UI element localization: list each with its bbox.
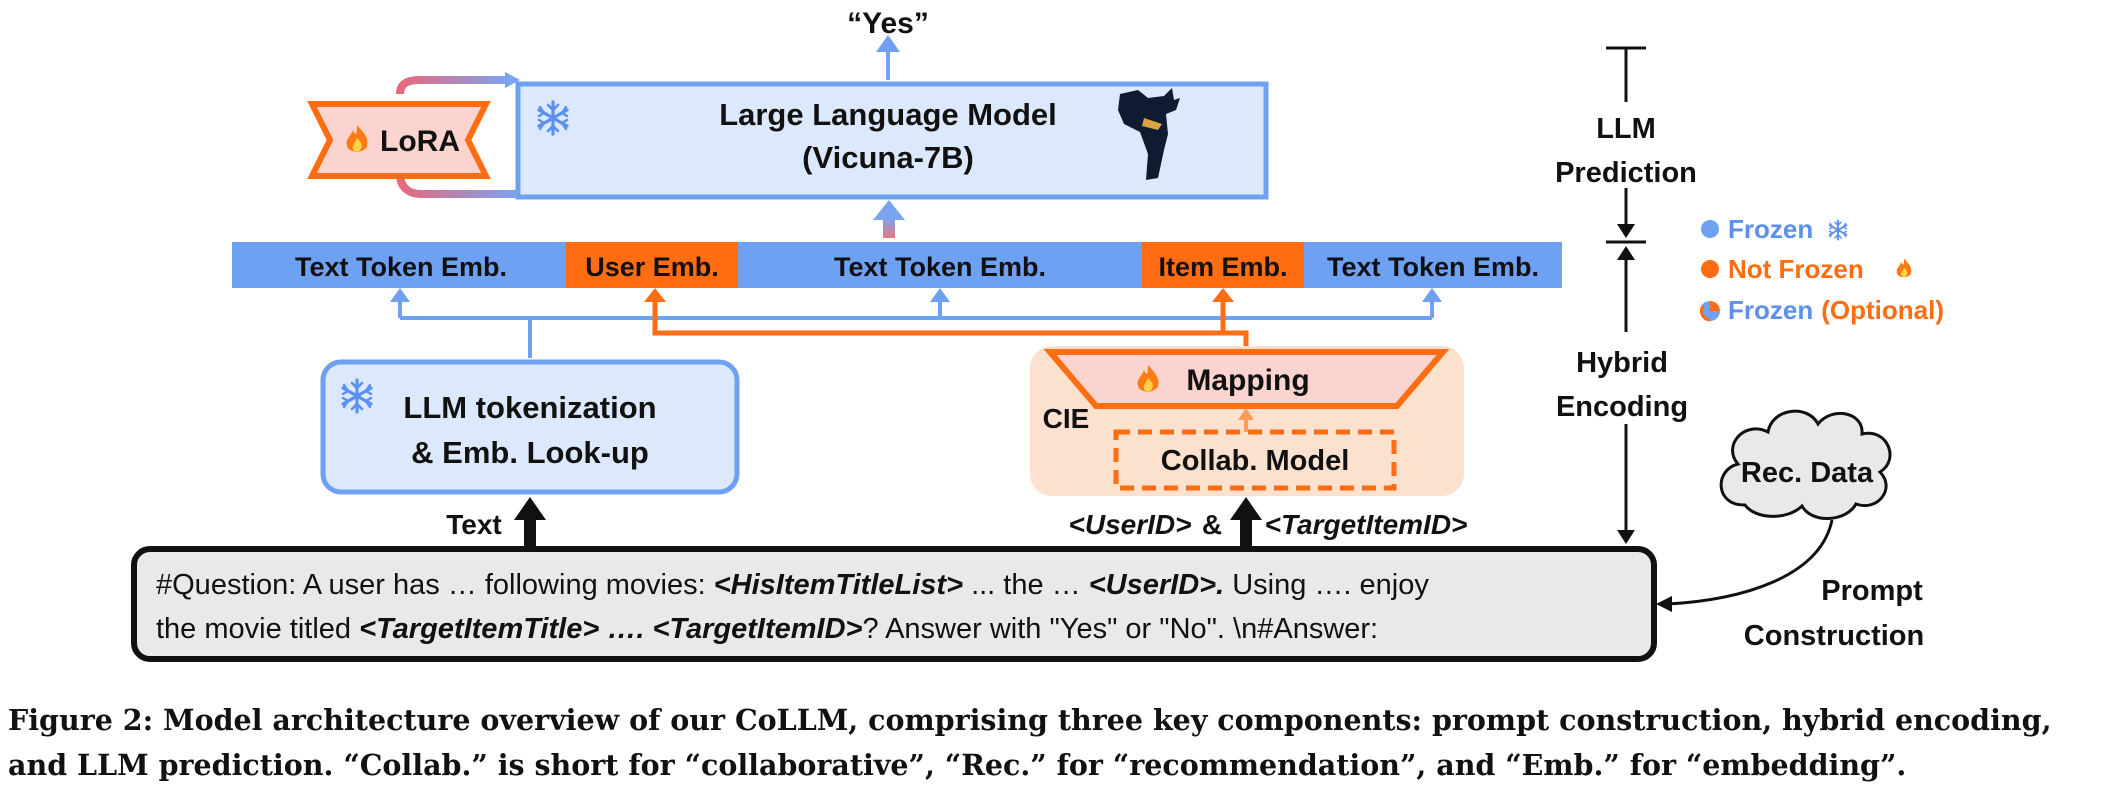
legend-optional-icon — [1699, 301, 1720, 322]
legend-optional: Frozen(Optional) — [1728, 295, 1944, 325]
mapping-label: Mapping — [1186, 364, 1309, 397]
legend-not-frozen: Not Frozen — [1728, 254, 1864, 284]
legend-frozen: Frozen — [1728, 214, 1813, 244]
text-emb-2-label: Text Token Emb. — [834, 252, 1046, 282]
caption-line-2: and LLM prediction. “Collab.” is short f… — [8, 748, 1907, 782]
caption-line-1: Figure 2: Model architecture overview of… — [8, 703, 2052, 737]
text-emb-2 — [738, 242, 1142, 288]
userid-input-label: <UserID> — [1069, 509, 1192, 540]
text-emb-1 — [232, 242, 566, 288]
prompt-line1: #Question: A user has … following movies… — [156, 569, 1429, 601]
stage-hybrid-1: Hybrid — [1576, 347, 1668, 379]
tokenizer-line1: LLM tokenization — [403, 390, 656, 425]
targetid-input-label: <TargetItemID> — [1265, 509, 1468, 540]
tokenizer-box — [320, 359, 740, 495]
snowflake-icon — [1828, 219, 1848, 241]
legend: Frozen Not Frozen Frozen(Optional) — [1699, 214, 1944, 325]
text-emb-3 — [1304, 242, 1562, 288]
cie-label: CIE — [1043, 403, 1090, 434]
amp-label: & — [1202, 509, 1222, 540]
prompt-box — [131, 546, 1657, 662]
user-emb — [566, 242, 738, 288]
fire-icon — [1896, 258, 1912, 278]
llm-output-label: “Yes” — [847, 7, 929, 40]
lora-box — [307, 101, 491, 179]
text-emb-1-label: Text Token Emb. — [295, 252, 507, 282]
stage-prediction-1: LLM — [1596, 113, 1656, 145]
collab-model-label: Collab. Model — [1161, 445, 1350, 477]
figure-caption: Figure 2: Model architecture overview of… — [8, 698, 2108, 788]
stage-construction-2: Construction — [1744, 620, 1924, 652]
text-emb-3-label: Text Token Emb. — [1327, 252, 1539, 282]
tokenizer-line2: & Emb. Look-up — [411, 435, 649, 470]
prompt-line2: the movie titled <TargetItemTitle> …. <T… — [156, 613, 1378, 645]
llm-subtitle: (Vicuna-7B) — [802, 140, 974, 175]
collab-model-box — [1113, 429, 1397, 491]
text-input-label: Text — [446, 509, 502, 540]
lora-label: LoRA — [380, 125, 460, 158]
llama-icon — [1118, 88, 1180, 180]
llm-title: Large Language Model — [719, 97, 1057, 132]
item-emb-label: Item Emb. — [1158, 252, 1287, 282]
stage-axis — [1606, 46, 1646, 535]
item-emb — [1142, 242, 1304, 288]
user-emb-label: User Emb. — [585, 252, 719, 282]
stage-prediction-2: Prediction — [1555, 157, 1697, 189]
rec-data-label: Rec. Data — [1741, 457, 1874, 489]
stage-construction-1: Prompt — [1821, 575, 1923, 607]
cloud-icon — [1719, 409, 1892, 520]
collab-emb-arrows — [652, 298, 1249, 352]
stage-hybrid-2: Encoding — [1556, 391, 1688, 423]
